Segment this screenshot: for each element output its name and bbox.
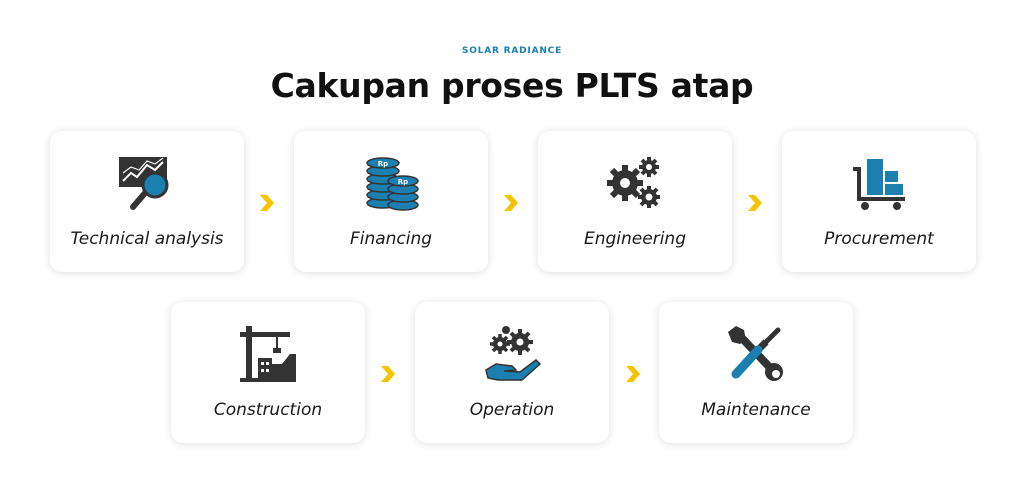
step-label: Financing bbox=[349, 229, 433, 249]
wrench-screwdriver-icon bbox=[728, 326, 783, 381]
step-label: Maintenance bbox=[701, 400, 811, 420]
chevron-right-icon bbox=[504, 195, 518, 211]
step-card-technical-analysis: Technical analysis bbox=[50, 131, 244, 272]
chart-magnifier-icon bbox=[119, 157, 169, 210]
step-card-financing: Rp Rp Financing bbox=[294, 131, 488, 272]
chevron-right-icon bbox=[260, 195, 274, 211]
coin-label: Rp bbox=[398, 178, 408, 186]
step-label: Operation bbox=[469, 400, 555, 420]
brand-name: SOLAR RADIANCE bbox=[461, 46, 563, 56]
step-card-operation: Operation bbox=[415, 302, 609, 443]
step-card-engineering: Engineering bbox=[538, 131, 732, 272]
step-card-construction: Construction bbox=[171, 302, 365, 443]
hand-gears-icon bbox=[485, 326, 542, 381]
chevron-right-icon bbox=[381, 366, 395, 382]
crane-building-icon bbox=[240, 326, 296, 382]
gears-icon bbox=[607, 157, 660, 208]
step-label: Procurement bbox=[824, 229, 934, 249]
step-label: Engineering bbox=[584, 229, 686, 249]
step-card-procurement: Procurement bbox=[782, 131, 976, 272]
step-label: Technical analysis bbox=[70, 229, 224, 249]
chevron-right-icon bbox=[748, 195, 762, 211]
coin-label: Rp bbox=[378, 160, 388, 168]
step-label: Construction bbox=[213, 400, 323, 420]
step-card-maintenance: Maintenance bbox=[659, 302, 853, 443]
rupiah-coins-icon: Rp Rp bbox=[366, 157, 419, 211]
chevron-right-icon bbox=[626, 366, 640, 382]
page-title: Cakupan proses PLTS atap bbox=[270, 66, 754, 105]
cart-boxes-icon bbox=[853, 159, 905, 210]
